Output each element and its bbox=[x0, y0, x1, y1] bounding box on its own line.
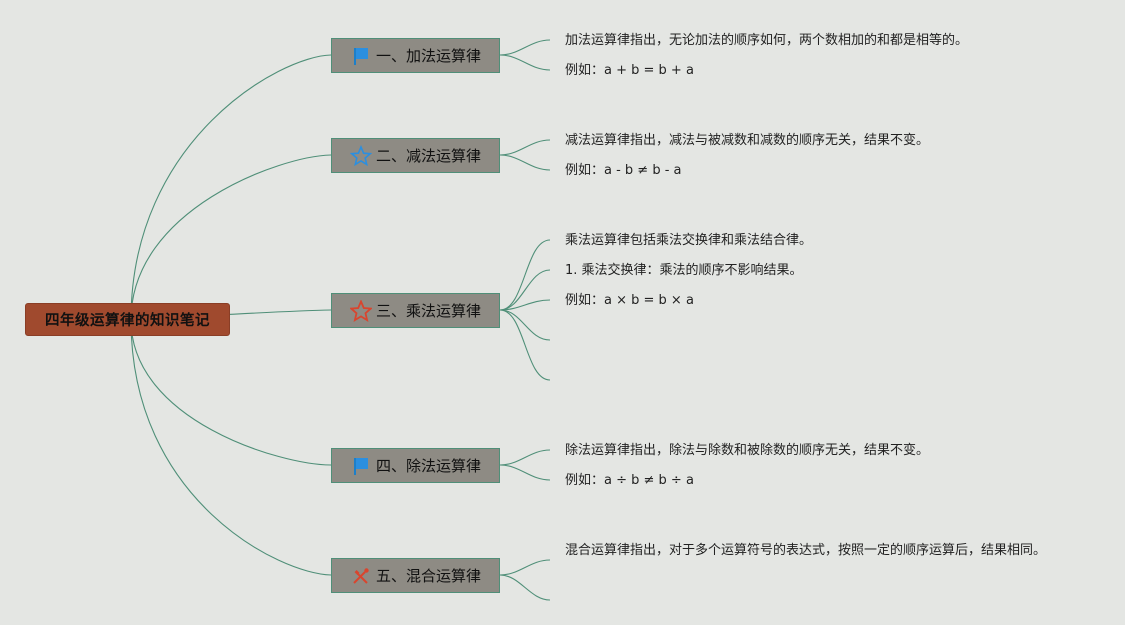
topic-label: 三、乘法运算律 bbox=[375, 302, 481, 320]
star-outline-blue-icon bbox=[349, 144, 372, 167]
note-multiplication-3: 例如：a × b = b × a bbox=[565, 293, 694, 308]
note-multiplication-1: 乘法运算律包括乘法交换律和乘法结合律。 bbox=[565, 233, 813, 248]
topic-addition[interactable]: 一、加法运算律 bbox=[331, 38, 500, 73]
edge-topic2-leaf2 bbox=[499, 154, 551, 171]
edge-topic1-leaf1 bbox=[499, 39, 551, 56]
topic-label: 二、减法运算律 bbox=[375, 147, 481, 165]
edge-topic1-leaf2 bbox=[499, 54, 551, 71]
edge-topic2-leaf1 bbox=[499, 139, 551, 156]
edge-topic3-leaf5 bbox=[499, 309, 551, 381]
edge-root-topic5 bbox=[130, 319, 332, 576]
edge-topic5-leaf1 bbox=[499, 559, 551, 576]
note-mixed-1: 混合运算律指出，对于多个运算符号的表达式，按照一定的顺序运算后，结果相同。 bbox=[565, 543, 1047, 558]
note-division-1: 除法运算律指出，除法与除数和被除数的顺序无关，结果不变。 bbox=[565, 443, 930, 458]
note-addition-2: 例如：a + b = b + a bbox=[565, 63, 694, 78]
edge-topic4-leaf1 bbox=[499, 449, 551, 466]
edge-topic3-leaf4 bbox=[499, 309, 551, 341]
blue-flag-icon bbox=[350, 455, 372, 477]
topic-mixed[interactable]: 五、混合运算律 bbox=[331, 558, 500, 593]
edge-topic3-leaf3 bbox=[499, 299, 551, 311]
tools-icon bbox=[350, 565, 372, 587]
topic-division[interactable]: 四、除法运算律 bbox=[331, 448, 500, 483]
root-title: 四年级运算律的知识笔记 bbox=[45, 313, 210, 329]
edge-root-topic1 bbox=[130, 54, 332, 321]
edge-topic3-leaf1 bbox=[499, 239, 551, 311]
edge-root-topic2 bbox=[130, 154, 332, 321]
note-division-2: 例如：a ÷ b ≠ b ÷ a bbox=[565, 473, 694, 488]
edge-topic5-leaf2 bbox=[499, 574, 551, 601]
blue-flag-icon bbox=[350, 45, 372, 67]
root-node[interactable]: 四年级运算律的知识笔记 bbox=[25, 303, 230, 336]
topic-label: 一、加法运算律 bbox=[375, 47, 481, 65]
note-multiplication-2: 1. 乘法交换律：乘法的顺序不影响结果。 bbox=[565, 263, 803, 278]
note-addition-1: 加法运算律指出，无论加法的顺序如何，两个数相加的和都是相等的。 bbox=[565, 33, 969, 48]
topic-label: 四、除法运算律 bbox=[375, 457, 481, 475]
note-subtraction-2: 例如：a - b ≠ b - a bbox=[565, 163, 682, 178]
edge-topic3-leaf2 bbox=[499, 269, 551, 311]
edge-topic4-leaf2 bbox=[499, 464, 551, 481]
note-subtraction-1: 减法运算律指出，减法与被减数和减数的顺序无关，结果不变。 bbox=[565, 133, 930, 148]
topic-label: 五、混合运算律 bbox=[375, 567, 481, 585]
topic-subtraction[interactable]: 二、减法运算律 bbox=[331, 138, 500, 173]
edge-root-topic4 bbox=[130, 319, 332, 466]
topic-multiplication[interactable]: 三、乘法运算律 bbox=[331, 293, 500, 328]
star-outline-red-icon bbox=[349, 299, 372, 322]
